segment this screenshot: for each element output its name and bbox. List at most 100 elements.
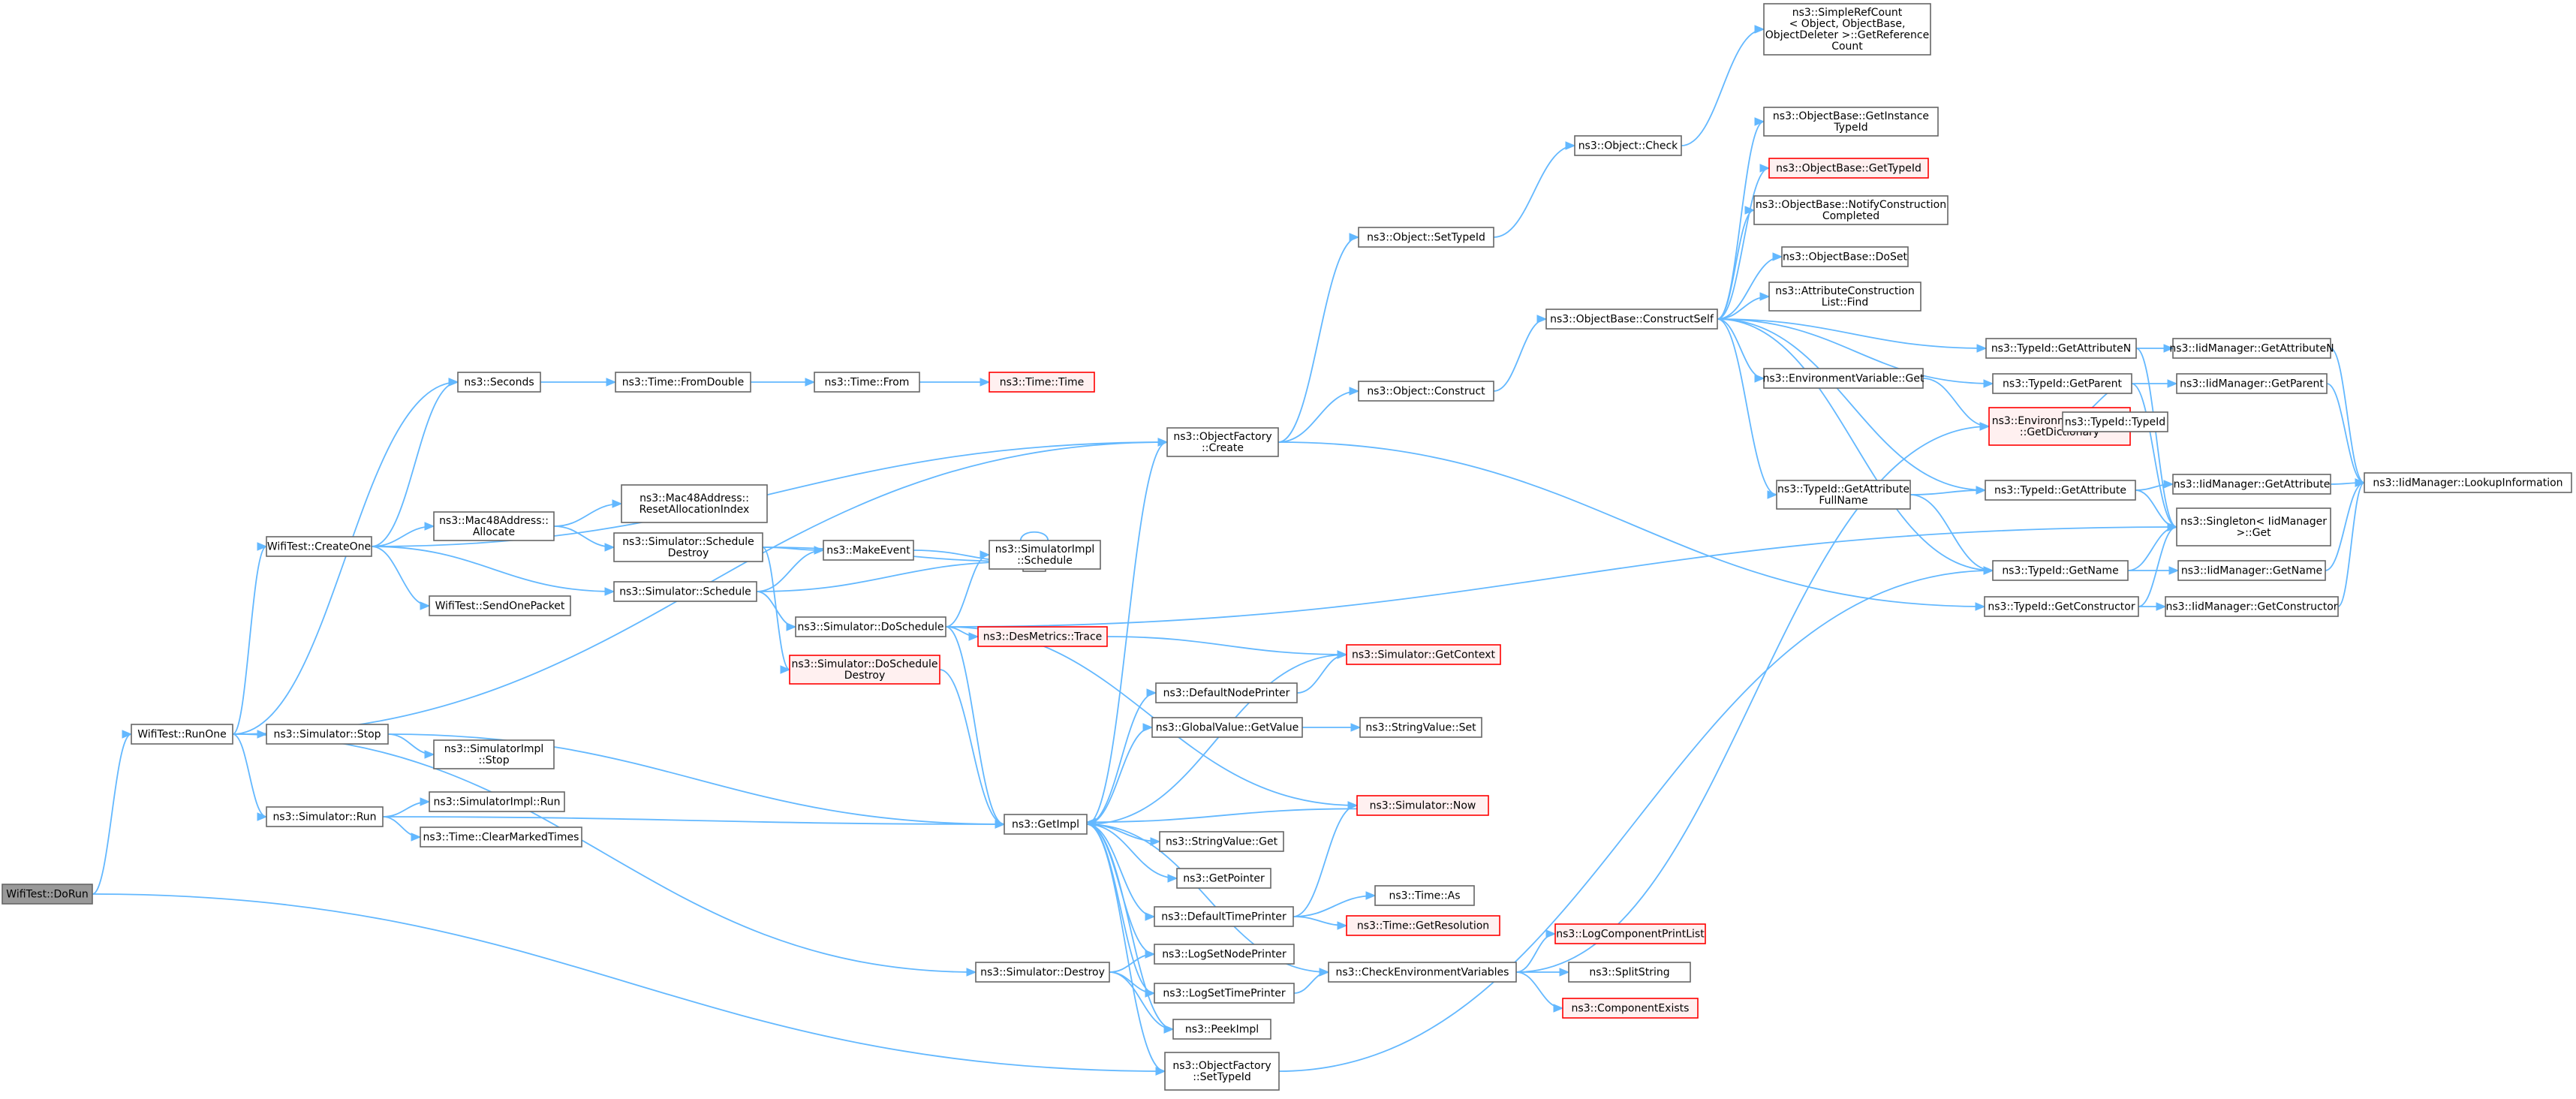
node-objConstruct[interactable]: ns3::Object::Construct <box>1358 381 1494 402</box>
node-simImplSchedule[interactable]: ns3::SimulatorImpl::Schedule <box>989 540 1101 570</box>
node-simRun[interactable]: ns3::Simulator::Run <box>266 806 384 827</box>
node-objSetTypeId[interactable]: ns3::Object::SetTypeId <box>1358 227 1494 248</box>
node-obConstructSelf[interactable]: ns3::ObjectBase::ConstructSelf <box>1545 309 1718 330</box>
node-fromDouble[interactable]: ns3::Time::FromDouble <box>615 372 751 393</box>
edge-getImpl-to-ofCreate <box>1086 441 1168 825</box>
node-simDoSchedule[interactable]: ns3::Simulator::DoSchedule <box>795 616 946 637</box>
node-tidGetAttr[interactable]: ns3::TypeId::GetAttribute <box>1985 480 2136 501</box>
node-iidGetParent[interactable]: ns3::IidManager::GetParent <box>2176 373 2328 394</box>
arrowhead-tidGetAttr-to-iidGetAttr <box>2163 480 2174 489</box>
node-tidGetAttrN[interactable]: ns3::TypeId::GetAttributeN <box>1985 338 2137 359</box>
node-box <box>1992 560 2129 581</box>
node-logSetTime[interactable]: ns3::LogSetTimePrinter <box>1154 983 1295 1004</box>
node-simStop[interactable]: ns3::Simulator::Stop <box>266 724 389 745</box>
node-mac48Alloc[interactable]: ns3::Mac48Address::Allocate <box>433 511 555 541</box>
node-seconds[interactable]: ns3::Seconds <box>457 372 541 393</box>
node-logCompPrint[interactable]: ns3::LogComponentPrintList <box>1554 923 1706 944</box>
node-iidLookup[interactable]: ns3::IidManager::LookupInformation <box>2364 472 2572 493</box>
edge-iidGetParent-to-iidLookup <box>2326 383 2365 483</box>
arrowhead-fromDouble-to-timeFrom <box>805 378 816 387</box>
node-iidGetCtor[interactable]: ns3::IidManager::GetConstructor <box>2165 596 2339 617</box>
node-box <box>989 372 1095 393</box>
node-checkEnv[interactable]: ns3::CheckEnvironmentVariables <box>1328 962 1517 983</box>
node-createOne[interactable]: WifiTest::CreateOne <box>266 536 372 557</box>
arrowhead-logSetTime-to-checkEnv <box>1319 968 1330 977</box>
node-box <box>1154 944 1295 965</box>
arrowhead-timeFrom-to-timeTime <box>980 378 991 387</box>
node-tidGetCtor[interactable]: ns3::TypeId::GetConstructor <box>1984 596 2139 617</box>
arrowhead-getImpl-to-ofCreate <box>1157 438 1169 447</box>
node-obGetTid[interactable]: ns3::ObjectBase::GetTypeId <box>1768 158 1929 179</box>
edge-getImpl-to-getPointer <box>1086 823 1178 879</box>
edge-doRun-to-ofSetTypeId <box>92 893 1166 1072</box>
edge-simDoSchedule-to-singletonGet <box>945 526 2177 628</box>
node-envGet[interactable]: ns3::EnvironmentVariable::Get <box>1763 368 1924 389</box>
node-label-line: >::Get <box>2236 527 2271 539</box>
node-obDoSet[interactable]: ns3::ObjectBase::DoSet <box>1781 246 1909 267</box>
node-simNow[interactable]: ns3::Simulator::Now <box>1356 795 1489 816</box>
node-ofCreate[interactable]: ns3::ObjectFactory::Create <box>1166 427 1279 457</box>
node-runOne[interactable]: WifiTest::RunOne <box>131 724 233 745</box>
edge-objConstruct-to-obConstructSelf <box>1493 318 1547 392</box>
node-desTrace[interactable]: ns3::DesMetrics::Trace <box>977 626 1108 647</box>
node-box <box>977 626 1108 647</box>
node-logSetNode[interactable]: ns3::LogSetNodePrinter <box>1154 944 1295 965</box>
node-svGet[interactable]: ns3::StringValue::Get <box>1159 831 1284 852</box>
node-tidTypeId[interactable]: ns3::TypeId::TypeId <box>2062 411 2168 432</box>
node-sendOnePacket[interactable]: WifiTest::SendOnePacket <box>429 595 571 616</box>
node-getImpl[interactable]: ns3::GetImpl <box>1004 814 1088 835</box>
node-doRun[interactable]: WifiTest::DoRun <box>2 884 93 905</box>
edge-getImpl-to-peekImpl <box>1086 823 1174 1030</box>
node-tidGetName[interactable]: ns3::TypeId::GetName <box>1992 560 2129 581</box>
node-timeFrom[interactable]: ns3::Time::From <box>814 372 920 393</box>
node-defNodePrinter[interactable]: ns3::DefaultNodePrinter <box>1155 682 1298 703</box>
node-iidGetAttr[interactable]: ns3::IidManager::GetAttribute <box>2172 474 2331 495</box>
node-label-line: ns3::Time::FromDouble <box>622 377 745 389</box>
node-simDestroy[interactable]: ns3::Simulator::Destroy <box>975 962 1110 983</box>
node-objCheck[interactable]: ns3::Object::Check <box>1574 135 1682 156</box>
node-gvGetValue[interactable]: ns3::GlobalValue::GetValue <box>1151 717 1303 738</box>
node-getPointer[interactable]: ns3::GetPointer <box>1176 868 1271 889</box>
node-iidGetAttrN[interactable]: ns3::IidManager::GetAttributeN <box>2169 338 2334 359</box>
node-box <box>814 372 920 393</box>
node-label-line: ns3::ObjectFactory <box>1172 1060 1271 1072</box>
node-simImplStop[interactable]: ns3::SimulatorImpl::Stop <box>433 739 555 769</box>
node-obNotify[interactable]: ns3::ObjectBase::NotifyConstructionCompl… <box>1753 195 1949 225</box>
node-iidGetName[interactable]: ns3::IidManager::GetName <box>2177 560 2326 581</box>
node-makeEvent[interactable]: ns3::MakeEvent <box>823 540 914 561</box>
node-svSet[interactable]: ns3::StringValue::Set <box>1359 717 1482 738</box>
arrowhead-simNow-to-getImpl <box>1085 817 1097 827</box>
arrowhead-obConstructSelf-to-acListFind <box>1759 292 1771 301</box>
node-label-line: ns3::ComponentExists <box>1572 1003 1690 1015</box>
node-srcGetRef[interactable]: ns3::SimpleRefCount< Object, ObjectBase,… <box>1763 3 1931 56</box>
node-compExists[interactable]: ns3::ComponentExists <box>1562 998 1699 1019</box>
edge-simSchedule-to-f <box>756 561 1024 592</box>
node-simGetContext[interactable]: ns3::Simulator::GetContext <box>1346 644 1501 665</box>
node-ofSetTypeId[interactable]: ns3::ObjectFactory::SetTypeId <box>1164 1052 1280 1091</box>
node-defTimePrinter[interactable]: ns3::DefaultTimePrinter <box>1154 906 1294 927</box>
node-clearMarked[interactable]: ns3::Time::ClearMarkedTimes <box>420 827 582 848</box>
node-mac48Reset[interactable]: ns3::Mac48Address::ResetAllocationIndex <box>621 484 768 523</box>
node-peekImpl[interactable]: ns3::PeekImpl <box>1172 1019 1271 1040</box>
arrowhead-tidGetAttrN-to-iidGetAttrN <box>2163 344 2174 353</box>
arrowhead-simDestroy-to-logSetNode <box>1145 950 1156 959</box>
node-timeTime[interactable]: ns3::Time::Time <box>989 372 1095 393</box>
node-simImplRun[interactable]: ns3::SimulatorImpl::Run <box>429 791 565 812</box>
node-timeGetRes[interactable]: ns3::Time::GetResolution <box>1346 915 1500 936</box>
node-splitString[interactable]: ns3::SplitString <box>1568 962 1691 983</box>
node-timeAs[interactable]: ns3::Time::As <box>1374 885 1475 906</box>
node-singletonGet[interactable]: ns3::Singleton< IidManager>::Get <box>2176 507 2331 546</box>
node-label-line: ns3::ObjectBase::DoSet <box>1783 251 1907 263</box>
node-label-line: ns3::SplitString <box>1589 967 1669 979</box>
node-box <box>789 655 940 685</box>
node-box <box>1574 135 1682 156</box>
node-label-line: ns3::ObjectBase::GetInstance <box>1773 110 1929 122</box>
node-simSchedule[interactable]: ns3::Simulator::Schedule <box>613 581 757 602</box>
node-tidGetParent[interactable]: ns3::TypeId::GetParent <box>1992 373 2132 394</box>
node-box <box>1004 814 1088 835</box>
